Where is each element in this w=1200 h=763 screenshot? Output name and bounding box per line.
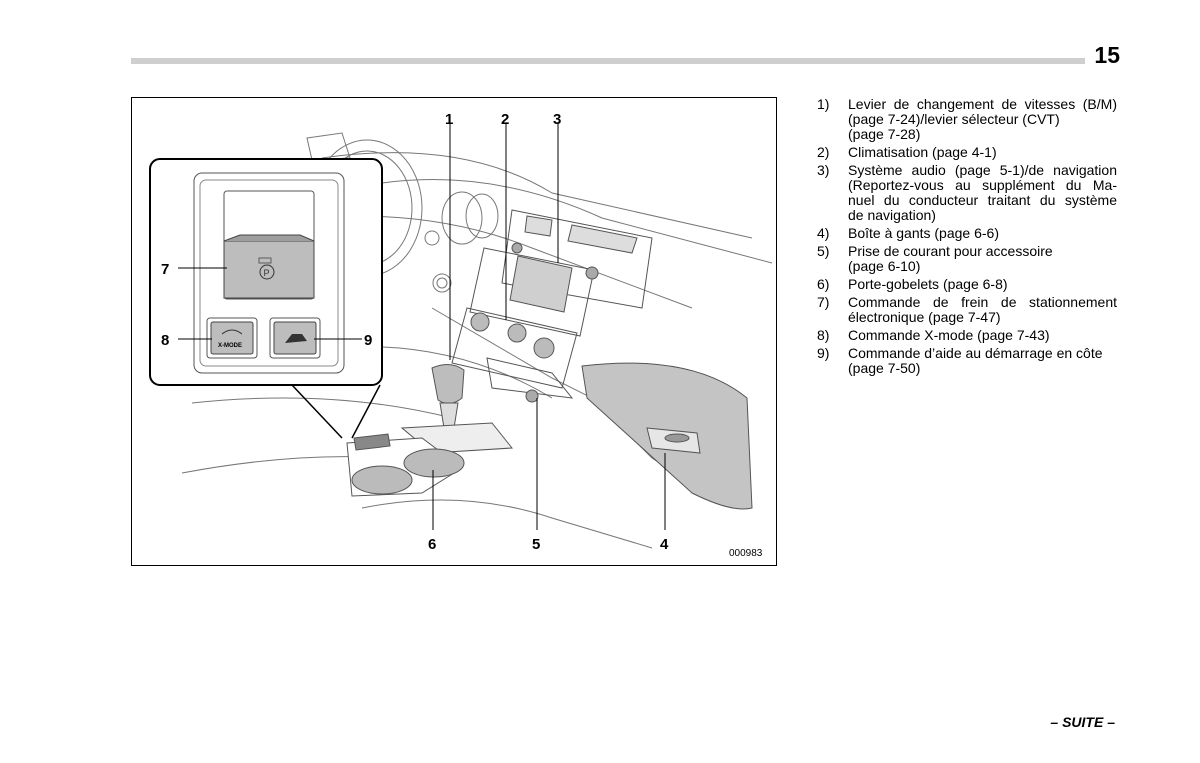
callout-5: 5	[532, 536, 540, 553]
callout-7: 7	[161, 261, 169, 278]
legend-line: Levier de changement de vitesses (B/M)	[848, 96, 1117, 112]
legend-text: Porte-gobelets (page 6-8)	[848, 277, 1117, 292]
legend-item-7: 7) Commande de frein de stationnement él…	[817, 295, 1117, 325]
svg-text:P: P	[264, 268, 270, 278]
dashboard-illustration: P X-MODE 1 2 3 4 5 6 7 8 9 00	[131, 97, 777, 566]
legend-num: 2)	[817, 144, 830, 160]
legend-num: 1)	[817, 96, 830, 112]
legend-line: Climatisation (page 4-1)	[848, 144, 997, 160]
legend-num: 8)	[817, 327, 830, 343]
callout-6: 6	[428, 536, 436, 553]
legend-line: (page 7-28)	[848, 126, 921, 142]
legend-text: Boîte à gants (page 6-6)	[848, 226, 1117, 241]
legend-text: Système audio (page 5-1)/de navigation (…	[848, 163, 1117, 223]
callout-1: 1	[445, 111, 453, 128]
legend-num: 6)	[817, 276, 830, 292]
legend-item-9: 9) Commande d’aide au démarrage en côte …	[817, 346, 1117, 376]
callout-9: 9	[364, 332, 372, 349]
continued-footer: – SUITE –	[1050, 714, 1115, 730]
page-number: 15	[1094, 42, 1120, 68]
legend-num: 7)	[817, 294, 830, 310]
legend-line: (Reportez-vous au supplément du Ma-	[848, 177, 1117, 193]
legend-line: nuel du conducteur traitant du système	[848, 192, 1117, 208]
callout-8: 8	[161, 332, 169, 349]
legend-num: 9)	[817, 345, 830, 361]
callout-4: 4	[660, 536, 669, 553]
legend-line: de navigation)	[848, 207, 936, 223]
legend-text: Levier de changement de vitesses (B/M) (…	[848, 97, 1117, 142]
figure-code: 000983	[729, 548, 763, 559]
legend-num: 4)	[817, 225, 830, 241]
legend-line: (page 7-24)/levier sélecteur (CVT)	[848, 111, 1060, 127]
legend-text: Climatisation (page 4-1)	[848, 145, 1117, 160]
callout-3: 3	[553, 111, 561, 128]
legend-item-3: 3) Système audio (page 5-1)/de navigatio…	[817, 163, 1117, 223]
dashboard-drawing: P X-MODE 1 2 3 4 5 6 7 8 9 00	[149, 111, 773, 559]
header-rule	[131, 58, 1085, 64]
legend-line: Commande X-mode (page 7-43)	[848, 327, 1050, 343]
legend-line: Porte-gobelets (page 6-8)	[848, 276, 1008, 292]
legend-line: Boîte à gants (page 6-6)	[848, 225, 999, 241]
legend-line: Commande d’aide au démarrage en côte	[848, 345, 1103, 361]
legend-line: (page 7-50)	[848, 360, 921, 376]
legend-text: Commande X-mode (page 7-43)	[848, 328, 1117, 343]
legend-text: Commande de frein de stationnement élect…	[848, 295, 1117, 325]
legend-line: électronique (page 7-47)	[848, 309, 1001, 325]
legend-line: (page 6-10)	[848, 258, 921, 274]
legend-item-4: 4) Boîte à gants (page 6-6)	[817, 226, 1117, 241]
legend-line: Système audio (page 5-1)/de navigation	[848, 162, 1117, 178]
legend-item-5: 5) Prise de courant pour accessoire (pag…	[817, 244, 1117, 274]
legend-text: Prise de courant pour accessoire (page 6…	[848, 244, 1117, 274]
legend-line: Prise de courant pour accessoire	[848, 243, 1053, 259]
callout-2: 2	[501, 111, 509, 128]
legend-item-2: 2) Climatisation (page 4-1)	[817, 145, 1117, 160]
legend-line: Commande de frein de stationnement	[848, 294, 1117, 310]
legend-item-1: 1) Levier de changement de vitesses (B/M…	[817, 97, 1117, 142]
legend-text: Commande d’aide au démarrage en côte (pa…	[848, 346, 1117, 376]
legend-item-6: 6) Porte-gobelets (page 6-8)	[817, 277, 1117, 292]
legend-num: 3)	[817, 162, 830, 178]
legend-item-8: 8) Commande X-mode (page 7-43)	[817, 328, 1117, 343]
legend-list: 1) Levier de changement de vitesses (B/M…	[817, 97, 1117, 379]
xmode-label: X-MODE	[218, 343, 242, 349]
legend-num: 5)	[817, 243, 830, 259]
